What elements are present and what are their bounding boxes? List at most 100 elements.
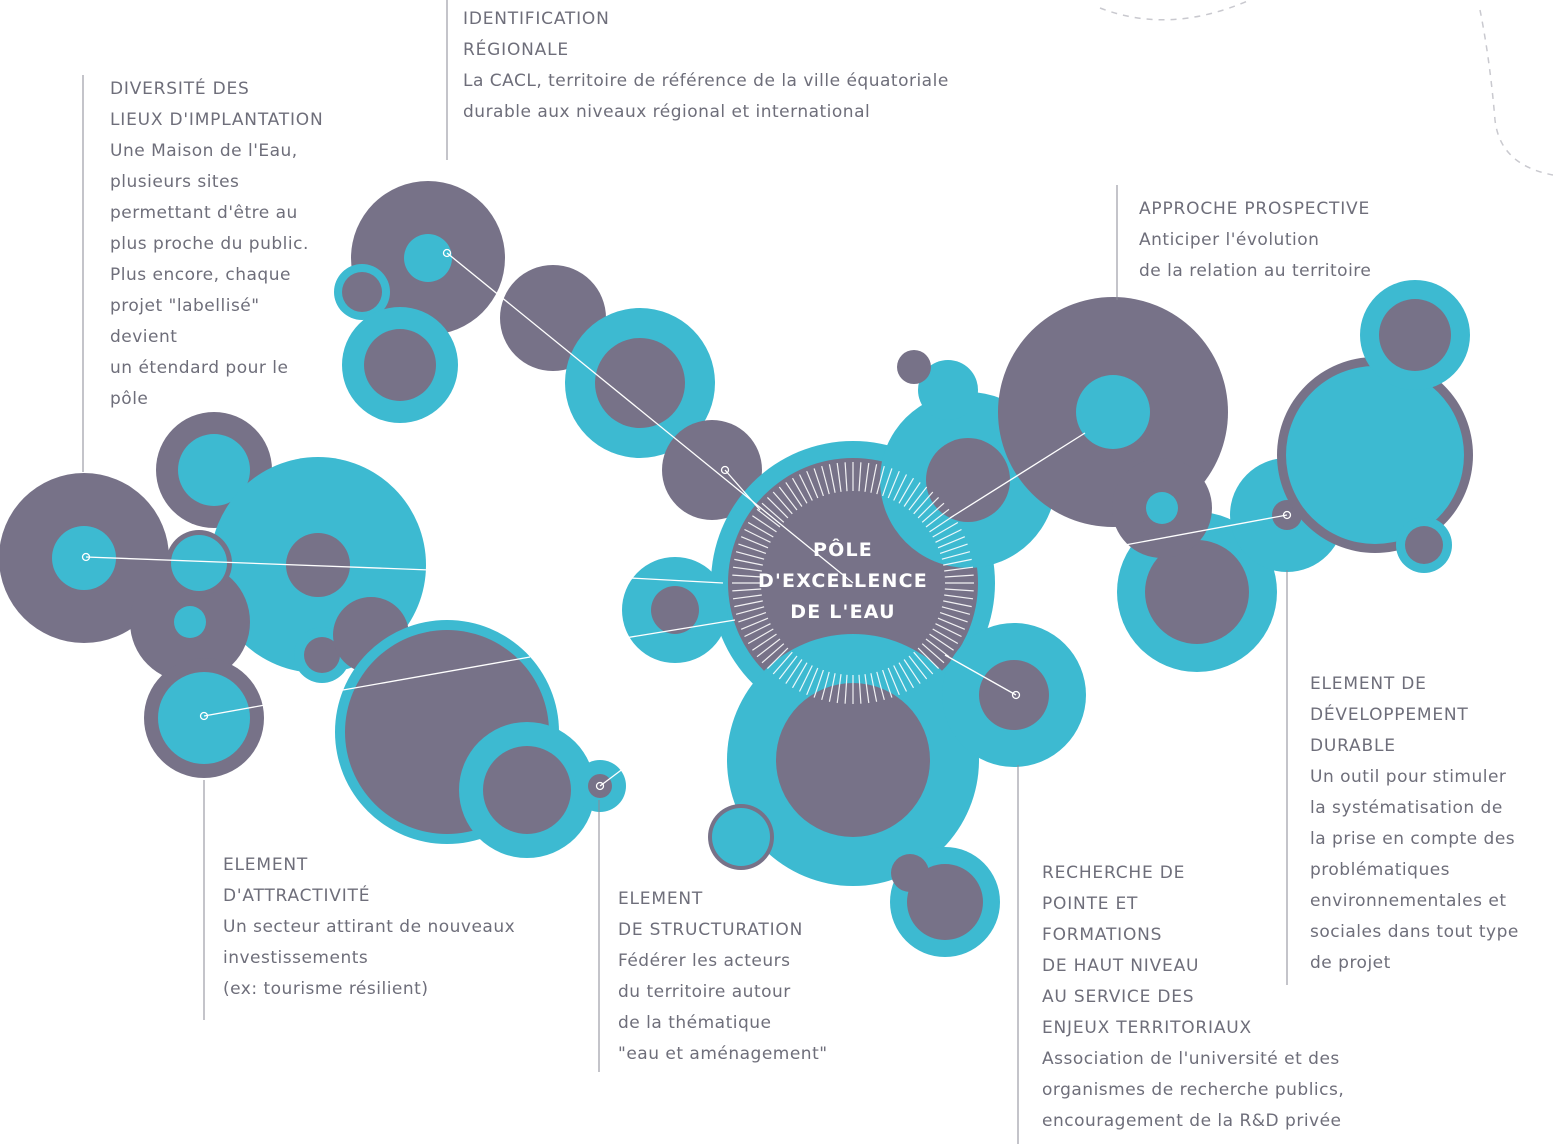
center-ray-74 bbox=[858, 462, 862, 492]
center-ray-59 bbox=[756, 508, 781, 528]
center-ray-27 bbox=[836, 674, 842, 704]
center-ray-18 bbox=[893, 665, 908, 692]
structuration-body-line: du territoire autour bbox=[618, 982, 791, 1002]
center-ray-89 bbox=[932, 521, 959, 538]
center-ray-41 bbox=[747, 628, 774, 645]
center-ray-52 bbox=[734, 558, 763, 566]
center-ray-78 bbox=[882, 468, 893, 497]
center-ray-34 bbox=[785, 659, 803, 684]
connector-line-2 bbox=[85, 556, 431, 571]
center-ray-86 bbox=[921, 502, 945, 523]
lieux-body-line: Une Maison de l'Eau, bbox=[110, 141, 298, 161]
bubble-23 bbox=[891, 854, 929, 892]
center-ray-33 bbox=[791, 662, 808, 689]
center-title-line-1: PÔLE bbox=[813, 539, 873, 561]
center-ray-82 bbox=[903, 482, 921, 507]
center-ray-44 bbox=[738, 612, 767, 623]
center-ray-6 bbox=[939, 612, 968, 623]
center-ray-80 bbox=[893, 474, 908, 501]
center-ray-23 bbox=[864, 674, 870, 704]
lieux-heading-line: DIVERSITÉ DES bbox=[110, 79, 250, 99]
center-ray-92 bbox=[939, 543, 968, 554]
center-ray-65 bbox=[791, 477, 808, 504]
center-ray-7 bbox=[937, 617, 966, 630]
prospective-body-line: de la relation au territoire bbox=[1139, 261, 1372, 281]
recherche-heading-line: AU SERVICE DES bbox=[1042, 987, 1195, 1007]
bubble-4-core bbox=[174, 606, 206, 638]
center-ray-31 bbox=[806, 667, 819, 696]
center-ray-66 bbox=[798, 474, 813, 501]
center-ray-19 bbox=[887, 667, 900, 696]
regionale-heading-line: IDENTIFICATION bbox=[463, 9, 610, 29]
center-ray-24 bbox=[858, 674, 862, 704]
structuration-body-line: de la thématique bbox=[618, 1013, 772, 1033]
recherche-body-line: organismes de recherche publics, bbox=[1042, 1080, 1345, 1100]
center-ray-94 bbox=[943, 558, 972, 566]
center-ray-17 bbox=[898, 662, 915, 689]
center-ray-11 bbox=[925, 638, 950, 658]
center-ray-37 bbox=[766, 647, 789, 670]
connector-line-11 bbox=[724, 469, 761, 511]
lieux-body-line: projet "labellisé" bbox=[110, 296, 260, 316]
structuration-heading-line: DE STRUCTURATION bbox=[618, 920, 804, 940]
center-ray-77 bbox=[876, 465, 885, 495]
developpement-heading-line: DÉVELOPPEMENT bbox=[1310, 705, 1469, 725]
center-ray-54 bbox=[738, 543, 767, 554]
recherche-heading-line: ENJEUX TERRITORIAUX bbox=[1042, 1018, 1252, 1038]
center-ray-12 bbox=[921, 643, 945, 664]
recherche-heading-line: POINTE ET bbox=[1042, 894, 1139, 914]
connector-line-6 bbox=[629, 577, 724, 584]
lieux-body-line: un étendard pour le bbox=[110, 358, 289, 378]
leader-lines bbox=[82, 0, 1288, 1144]
center-ray-15 bbox=[908, 655, 928, 680]
connector-line-4 bbox=[342, 656, 531, 691]
bubble-26 bbox=[918, 360, 978, 420]
center-title: PÔLE D'EXCELLENCE DE L'EAU bbox=[743, 535, 943, 628]
center-ray-10 bbox=[929, 633, 954, 651]
bubble-20-core bbox=[776, 683, 930, 837]
bubble-7-core bbox=[304, 637, 340, 673]
connector-line-3 bbox=[203, 704, 266, 717]
center-ray-57 bbox=[747, 521, 774, 538]
center-ray-22 bbox=[870, 673, 878, 702]
attractivite-body-line: (ex: tourisme résilient) bbox=[223, 979, 429, 999]
bubble-33-core bbox=[1379, 299, 1451, 371]
connector-dot-5 bbox=[1282, 510, 1292, 520]
center-ray-4 bbox=[943, 600, 972, 608]
center-ray-36 bbox=[772, 651, 793, 675]
center-ray-81 bbox=[898, 477, 915, 504]
attractivite-heading-line: ELEMENT bbox=[223, 855, 309, 875]
bubble-5-core bbox=[171, 535, 227, 591]
dashed-curve bbox=[1099, 0, 1553, 176]
connector-line-7 bbox=[624, 619, 736, 639]
recherche-body-line: encouragement de la R&D privée bbox=[1042, 1111, 1342, 1131]
bubble-32-core bbox=[1286, 366, 1464, 544]
connector-lines bbox=[81, 248, 1292, 791]
center-ray-2 bbox=[944, 588, 974, 592]
bubble-16-core bbox=[595, 338, 685, 428]
bubble-27-core bbox=[900, 353, 928, 381]
center-ray-90 bbox=[935, 528, 962, 543]
center-ray-26 bbox=[844, 674, 848, 704]
bubble-24-core bbox=[712, 808, 770, 866]
connector-line-1 bbox=[446, 252, 854, 584]
structuration-body-line: Fédérer les acteurs bbox=[618, 951, 791, 971]
attractivite-body-line: investissements bbox=[223, 948, 369, 968]
bubble-29-core bbox=[1145, 540, 1249, 644]
developpement-heading-line: DURABLE bbox=[1310, 736, 1396, 756]
center-ray-95 bbox=[944, 566, 974, 572]
lieux-body-line: plusieurs sites bbox=[110, 172, 240, 192]
prospective-body-line: Anticiper l'évolution bbox=[1139, 230, 1320, 250]
center-ray-45 bbox=[735, 606, 765, 615]
connector-dot-7 bbox=[720, 465, 730, 475]
center-ray-30 bbox=[813, 669, 824, 698]
dashed-decoration bbox=[1099, 0, 1553, 176]
connector-line-9 bbox=[1124, 514, 1288, 546]
center-ray-68 bbox=[813, 468, 824, 497]
bubble-10-core bbox=[483, 746, 571, 834]
bubble-6-core bbox=[158, 672, 250, 764]
attractivite-body-line: Un secteur attirant de nouveaux bbox=[223, 917, 516, 937]
